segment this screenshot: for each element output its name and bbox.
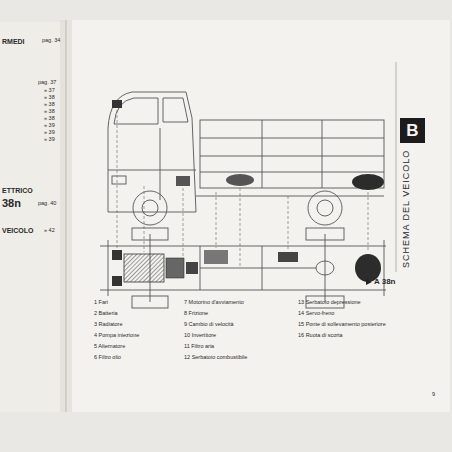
page-text: RMEDI — [2, 38, 25, 45]
page-text: » 42 — [44, 228, 55, 234]
page-text: » 38 — [44, 109, 55, 115]
legend-item: 5 Alternatore — [94, 344, 125, 350]
legend-item: 8 Frizione — [184, 311, 208, 317]
legend-item: 1 Fari — [94, 300, 108, 306]
page-text: VEICOLO — [2, 227, 34, 234]
page-text: » 39 — [44, 130, 55, 136]
legend-item: 10 Invertitore — [184, 333, 216, 339]
section-badge: B — [400, 118, 425, 143]
page-text: » 38 — [44, 95, 55, 101]
page-text: » 38 — [44, 102, 55, 108]
legend-item: 15 Ponte di sollevamento posteriore — [298, 322, 386, 328]
legend-item: 12 Serbatoio combustibile — [184, 355, 247, 361]
page-text: » 38 — [44, 116, 55, 122]
legend-item: 13 Serbatoio depressione — [298, 300, 361, 306]
legend-item: 3 Radiatore — [94, 322, 122, 328]
section-title: SCHEMA DEL VEICOLO — [401, 150, 411, 268]
page-text: 38n — [2, 198, 21, 209]
model-label: A 38n — [374, 278, 396, 286]
page-text: pag. 37 — [38, 80, 56, 86]
page-text: » 39 — [44, 123, 55, 129]
page-text: ETTRICO — [2, 187, 33, 194]
page-text: » 39 — [44, 137, 55, 143]
badge-letter: B — [406, 122, 418, 139]
legend-item: 2 Batteria — [94, 311, 118, 317]
page-text: 9 — [432, 392, 435, 398]
legend-item: 14 Servo-freno — [298, 311, 334, 317]
legend-item: 11 Filtro aria — [184, 344, 214, 350]
legend-item: 16 Ruota di scorta — [298, 333, 343, 339]
legend-item: 7 Motorino d'avviamento — [184, 300, 244, 306]
legend-item: 4 Pompa iniezione — [94, 333, 139, 339]
page-text: » 37 — [44, 88, 55, 94]
page-text: pag. 34 — [42, 38, 60, 44]
legend-item: 9 Cambio di velocità — [184, 322, 234, 328]
page-text: pag. 40 — [38, 201, 56, 207]
legend-item: 6 Filtro olio — [94, 355, 121, 361]
